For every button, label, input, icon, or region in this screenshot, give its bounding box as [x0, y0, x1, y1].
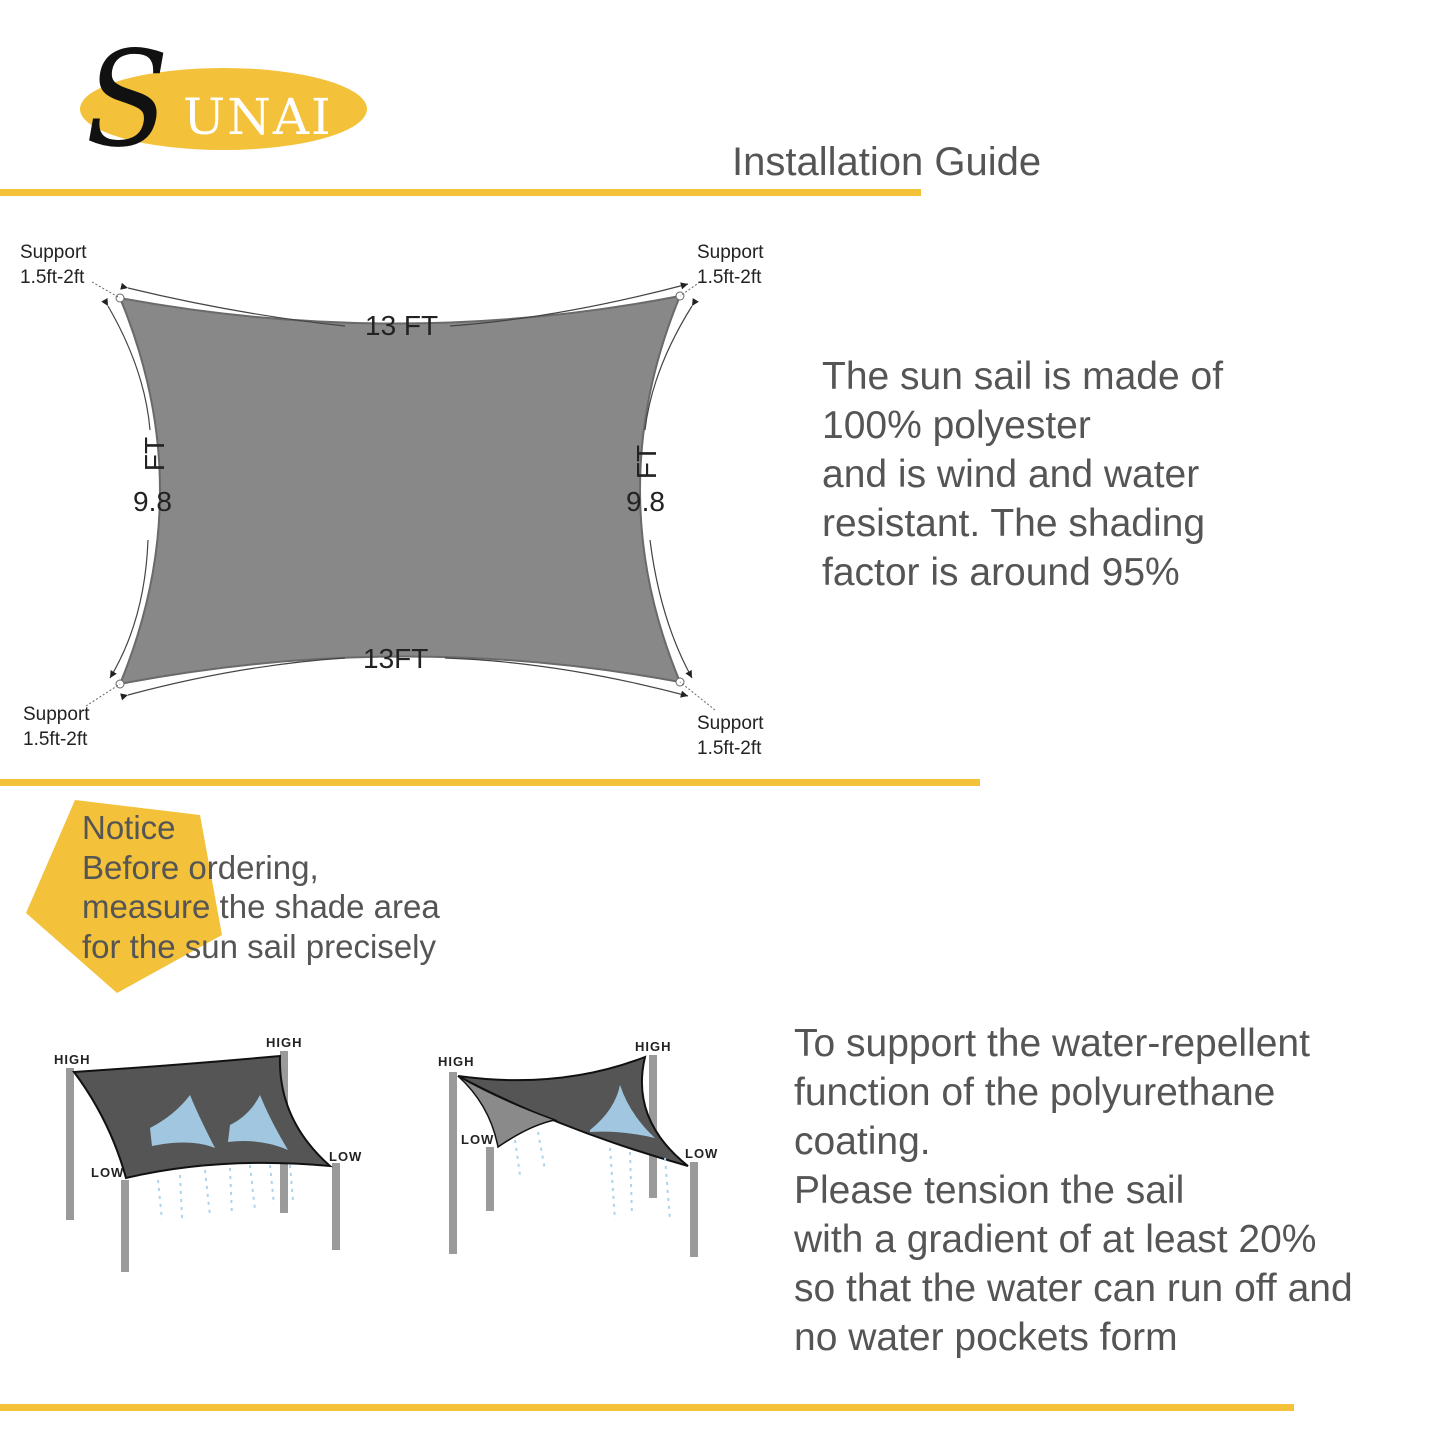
support-value: 1.5ft-2ft: [20, 267, 85, 288]
label-high: HIGH: [635, 1039, 672, 1054]
support-label-bottom-right: Support 1.5ft-2ft: [697, 711, 764, 761]
divider-top: [0, 189, 921, 196]
label-low: LOW: [461, 1132, 495, 1147]
support-label: Support: [697, 242, 764, 263]
support-value: 1.5ft-2ft: [23, 729, 88, 750]
sail-dimension-diagram: [85, 281, 716, 711]
support-label-bottom-left: Support 1.5ft-2ft: [23, 702, 90, 752]
support-label: Support: [23, 704, 90, 725]
sail-illustration-left: [66, 1051, 340, 1272]
logo-text: UNAI: [183, 88, 333, 146]
notice-pentagon-icon: [26, 800, 222, 993]
divider-bottom: [0, 1404, 1294, 1411]
support-label: Support: [697, 713, 764, 734]
label-low: LOW: [329, 1149, 363, 1164]
label-low: LOW: [685, 1146, 719, 1161]
left-dimension-number: 9.8: [133, 486, 172, 517]
support-label-top-right: Support 1.5ft-2ft: [697, 240, 764, 290]
support-value: 1.5ft-2ft: [697, 267, 762, 288]
top-dimension: 13 FT: [365, 310, 439, 341]
logo-oval: [80, 68, 367, 150]
divider-middle: [0, 779, 980, 786]
left-dimension-unit: FT: [139, 436, 171, 472]
support-label-top-left: Support 1.5ft-2ft: [20, 240, 87, 290]
material-description: The sun sail is made of 100% polyester a…: [822, 355, 1224, 594]
sail-illustration-right: [449, 1055, 698, 1257]
bottom-dimension: 13FT: [363, 643, 429, 674]
right-dimension-unit: FT: [631, 444, 663, 480]
label-high: HIGH: [438, 1054, 475, 1069]
right-dimension-number: 9.8: [626, 486, 665, 517]
support-value: 1.5ft-2ft: [697, 738, 762, 759]
label-high: HIGH: [54, 1052, 91, 1067]
logo-letter-s: S: [85, 23, 169, 177]
page-title: Installation Guide: [732, 140, 1042, 184]
label-high: HIGH: [266, 1035, 303, 1050]
label-low: LOW: [91, 1165, 125, 1180]
notice-text: Notice Before ordering, measure the shad…: [82, 809, 440, 965]
support-label: Support: [20, 242, 87, 263]
tension-instructions: To support the water-repellent function …: [794, 1022, 1353, 1359]
